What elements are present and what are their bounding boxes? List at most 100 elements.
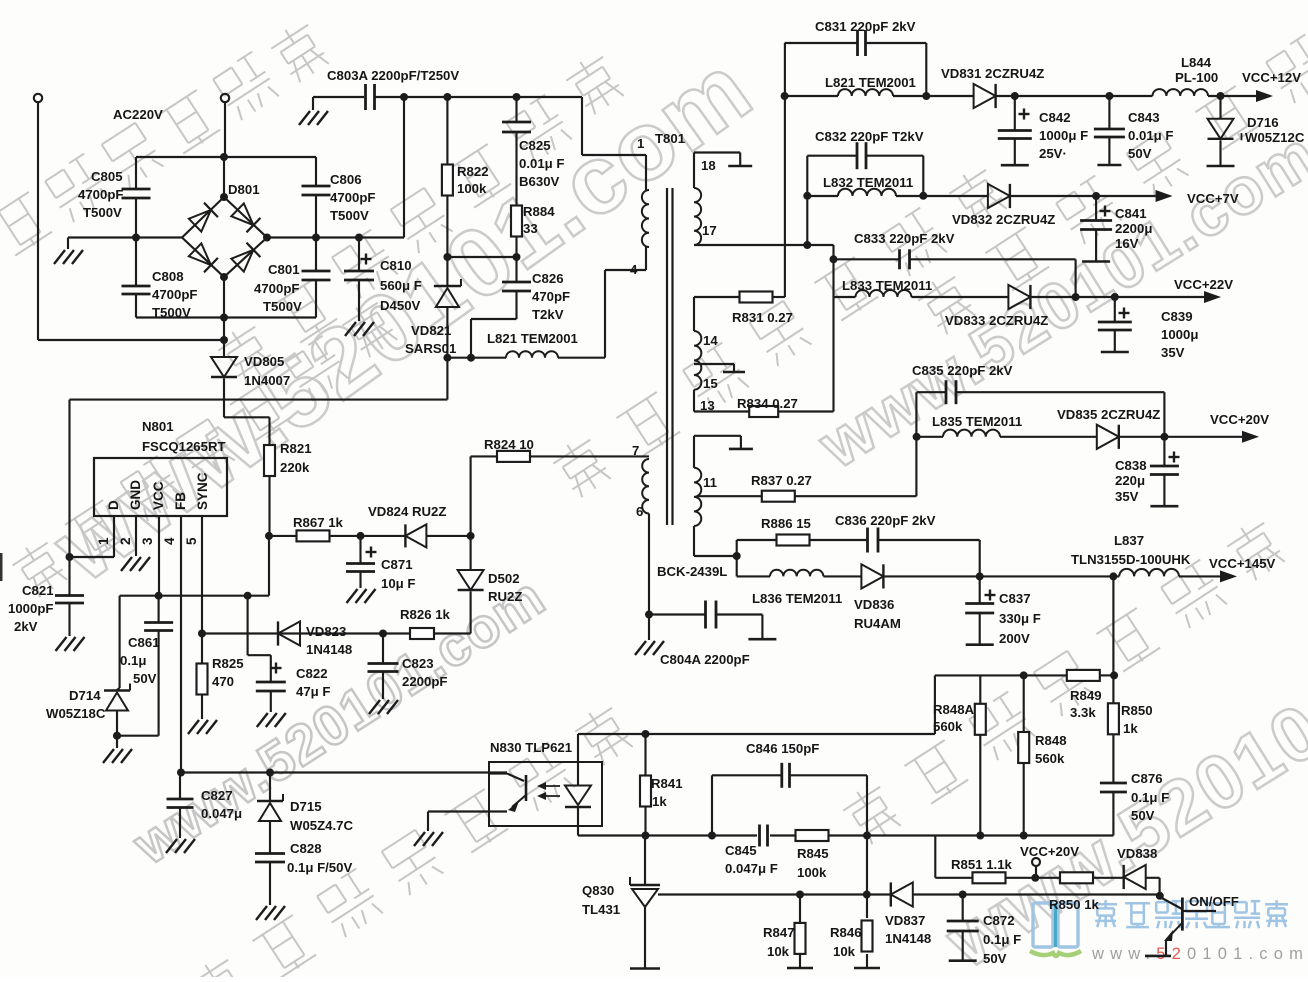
svg-text:R847: R847 xyxy=(763,925,795,940)
svg-text:L821 TEM2001: L821 TEM2001 xyxy=(825,75,916,90)
svg-text:1: 1 xyxy=(96,537,111,545)
svg-text:1000μ F: 1000μ F xyxy=(1039,128,1088,143)
svg-text:T801: T801 xyxy=(655,131,685,146)
svg-text:L821 TEM2001: L821 TEM2001 xyxy=(487,331,578,346)
svg-text:2200μ: 2200μ xyxy=(1115,221,1152,236)
svg-text:VD837: VD837 xyxy=(885,913,925,928)
svg-text:C822: C822 xyxy=(296,666,328,681)
svg-text:C808: C808 xyxy=(152,269,184,284)
svg-text:18: 18 xyxy=(701,158,716,173)
svg-text:1N4007: 1N4007 xyxy=(244,373,290,388)
svg-text:R850 1k: R850 1k xyxy=(1049,897,1100,912)
svg-text:VD832 2CZRU4Z: VD832 2CZRU4Z xyxy=(952,212,1055,227)
svg-text:0.01μ F: 0.01μ F xyxy=(519,156,564,171)
svg-text:C805: C805 xyxy=(91,169,123,184)
svg-text:3.3k: 3.3k xyxy=(1070,705,1096,720)
svg-text:C801: C801 xyxy=(268,262,300,277)
svg-text:220μ: 220μ xyxy=(1115,473,1145,488)
svg-text:T500V: T500V xyxy=(152,305,191,320)
svg-text:0.1μ: 0.1μ xyxy=(120,653,146,668)
svg-text:GND: GND xyxy=(128,480,143,510)
svg-text:VD836: VD836 xyxy=(854,597,894,612)
svg-text:R825: R825 xyxy=(212,656,244,671)
svg-text:560μ F: 560μ F xyxy=(380,278,422,293)
svg-text:R884: R884 xyxy=(523,204,555,219)
svg-text:FSCQ1265RT: FSCQ1265RT xyxy=(142,439,226,454)
svg-text:R886 15: R886 15 xyxy=(761,516,811,531)
svg-text:C842: C842 xyxy=(1039,110,1071,125)
svg-text:0.1μ F: 0.1μ F xyxy=(983,932,1021,947)
svg-text:D715: D715 xyxy=(290,799,322,814)
svg-text:35V: 35V xyxy=(1161,345,1185,360)
svg-text:4: 4 xyxy=(162,537,177,545)
svg-text:4700pF: 4700pF xyxy=(78,187,123,202)
svg-text:VCC+20V: VCC+20V xyxy=(1020,844,1079,859)
svg-text:T500V: T500V xyxy=(330,208,369,223)
svg-text:VCC: VCC xyxy=(151,481,166,510)
svg-text:N830 TLP621: N830 TLP621 xyxy=(490,740,572,755)
svg-text:N801: N801 xyxy=(142,419,174,434)
svg-text:1N4148: 1N4148 xyxy=(885,931,931,946)
svg-text:2: 2 xyxy=(118,537,133,545)
svg-text:2kV: 2kV xyxy=(14,619,38,634)
svg-text:C810: C810 xyxy=(380,258,412,273)
svg-text:R846: R846 xyxy=(830,925,862,940)
svg-text:VD805: VD805 xyxy=(244,354,284,369)
svg-text:D801: D801 xyxy=(228,182,260,197)
svg-text:100k: 100k xyxy=(797,865,827,880)
svg-text:C872: C872 xyxy=(983,913,1015,928)
svg-text:VCC+22V: VCC+22V xyxy=(1174,277,1233,292)
svg-text:SYNC: SYNC xyxy=(195,472,210,510)
svg-text:1: 1 xyxy=(637,136,644,151)
svg-text:C837: C837 xyxy=(999,591,1031,606)
svg-text:C845: C845 xyxy=(725,843,757,858)
svg-text:C832 220pF T2kV: C832 220pF T2kV xyxy=(815,129,924,144)
svg-text:16V: 16V xyxy=(1115,236,1139,251)
svg-text:C838: C838 xyxy=(1115,458,1147,473)
svg-text:50V: 50V xyxy=(133,671,157,686)
svg-text:C823: C823 xyxy=(402,656,434,671)
svg-text:L844: L844 xyxy=(1181,55,1212,70)
svg-text:C831 220pF 2kV: C831 220pF 2kV xyxy=(815,19,916,34)
svg-text:C825: C825 xyxy=(519,138,551,153)
svg-text:R824 10: R824 10 xyxy=(484,437,534,452)
svg-text:50V: 50V xyxy=(1128,146,1152,161)
svg-text:BCK-2439L: BCK-2439L xyxy=(657,564,727,579)
svg-text:330μ F: 330μ F xyxy=(999,611,1041,626)
svg-text:C804A 2200pF: C804A 2200pF xyxy=(660,652,750,667)
svg-text:VCC+20V: VCC+20V xyxy=(1210,412,1269,427)
svg-text:1N4148: 1N4148 xyxy=(306,642,352,657)
svg-text:C826: C826 xyxy=(532,271,564,286)
svg-text:3: 3 xyxy=(140,537,155,545)
svg-text:C839: C839 xyxy=(1161,309,1193,324)
svg-text:R837 0.27: R837 0.27 xyxy=(751,473,812,488)
svg-text:RU4AM: RU4AM xyxy=(854,616,901,631)
svg-text:2200pF: 2200pF xyxy=(402,674,447,689)
svg-text:50V: 50V xyxy=(983,951,1007,966)
svg-text:D716: D716 xyxy=(1247,115,1279,130)
svg-text:47μ F: 47μ F xyxy=(296,684,330,699)
svg-text:VD824 RU2Z: VD824 RU2Z xyxy=(368,504,446,519)
svg-text:14: 14 xyxy=(703,333,718,348)
svg-text:C803A 2200pF/T250V: C803A 2200pF/T250V xyxy=(327,68,459,83)
svg-text:5: 5 xyxy=(184,537,199,545)
svg-text:4: 4 xyxy=(630,262,638,277)
svg-text:VD835 2CZRU4Z: VD835 2CZRU4Z xyxy=(1057,407,1160,422)
svg-text:L832 TEM2011: L832 TEM2011 xyxy=(823,175,913,190)
svg-text:T500V: T500V xyxy=(263,299,302,314)
svg-text:VD823: VD823 xyxy=(306,624,346,639)
svg-text:R848: R848 xyxy=(1035,733,1067,748)
svg-text:0.1μ F/50V: 0.1μ F/50V xyxy=(287,860,352,875)
svg-text:100k: 100k xyxy=(457,181,487,196)
svg-text:4700pF: 4700pF xyxy=(152,287,197,302)
svg-text:L836 TEM2011: L836 TEM2011 xyxy=(752,591,842,606)
svg-text:T2kV: T2kV xyxy=(532,307,564,322)
svg-text:C846 150pF: C846 150pF xyxy=(746,741,819,756)
svg-text:C833 220pF 2kV: C833 220pF 2kV xyxy=(854,231,955,246)
svg-text:R834 0.27: R834 0.27 xyxy=(737,396,798,411)
svg-text:1k: 1k xyxy=(1123,721,1138,736)
svg-text:R850: R850 xyxy=(1121,703,1153,718)
svg-text:7: 7 xyxy=(632,443,639,458)
svg-text:TL431: TL431 xyxy=(582,902,620,917)
svg-text:50V: 50V xyxy=(1131,808,1155,823)
